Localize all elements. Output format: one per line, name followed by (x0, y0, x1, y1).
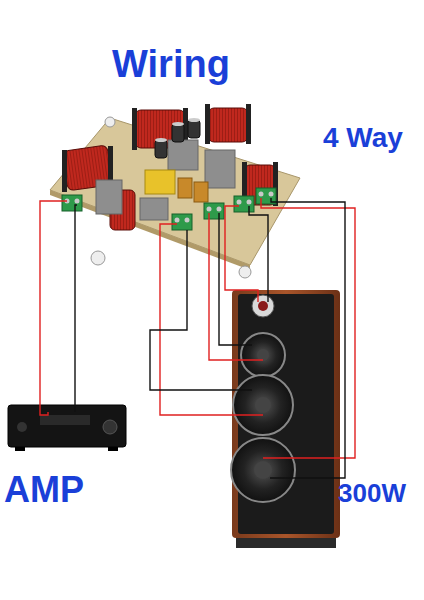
crossover-type: 4 Way (323, 124, 403, 152)
diagram-title: Wiring (112, 45, 230, 83)
amplifier (8, 405, 126, 451)
floor-speaker (231, 290, 340, 548)
crossover-board (50, 104, 300, 278)
speaker-wire (40, 198, 355, 478)
amp-label: AMP (4, 472, 84, 508)
power-rating: 300W (338, 480, 406, 506)
